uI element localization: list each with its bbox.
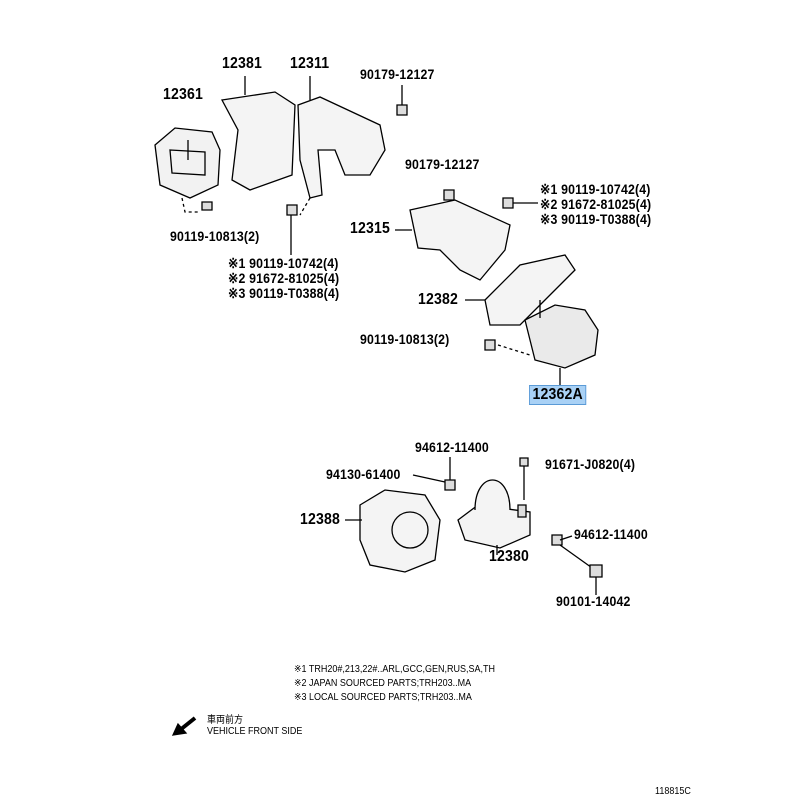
- part-12315-drawing: [395, 189, 538, 281]
- part-label-94612-11400[interactable]: 94612-11400: [415, 439, 489, 455]
- part-label-90179-12127[interactable]: 90179-12127: [360, 66, 435, 82]
- part-12388-drawing: [345, 489, 441, 573]
- part-label-bolt-2[interactable]: ※2 91672-81025(4): [228, 270, 340, 286]
- direction-label-en: VEHICLE FRONT SIDE: [207, 726, 303, 737]
- part-label-12311[interactable]: 12311: [290, 55, 330, 72]
- part-12382-drawing: [465, 254, 576, 326]
- part-label-12315[interactable]: 12315: [350, 220, 391, 237]
- part-label-12381[interactable]: 12381: [222, 55, 263, 72]
- part-label-91671-j0820[interactable]: 91671-J0820(4): [545, 456, 636, 472]
- footnote-3: ※3 LOCAL SOURCED PARTS;TRH203..MA: [294, 692, 472, 703]
- part-12362a-drawing: [484, 300, 599, 385]
- part-label-bolt-1[interactable]: ※1 90119-10742(4): [540, 181, 651, 197]
- part-label-12361[interactable]: 12361: [163, 86, 204, 103]
- part-label-12380[interactable]: 12380: [489, 548, 530, 565]
- part-label-94612-11400[interactable]: 94612-11400: [574, 526, 648, 542]
- footnote-2: ※2 JAPAN SOURCED PARTS;TRH203..MA: [294, 678, 472, 689]
- part-label-12388[interactable]: 12388: [300, 511, 341, 528]
- part-label-bolt-3[interactable]: ※3 90119-T0388(4): [540, 211, 652, 227]
- part-label-90101-14042[interactable]: 90101-14042: [556, 593, 631, 609]
- footnote-1: ※1 TRH20#,213,22#..ARL,GCC,GEN,RUS,SA,TH: [294, 664, 495, 675]
- part-label-bolt-1[interactable]: ※1 90119-10742(4): [228, 255, 339, 271]
- diagram-id: 118815C: [655, 786, 691, 797]
- part-label-90119-10813[interactable]: 90119-10813(2): [360, 331, 450, 347]
- part-label-90119-10813[interactable]: 90119-10813(2): [170, 228, 260, 244]
- part-label-12382[interactable]: 12382: [418, 291, 459, 308]
- vehicle-front-arrow-icon: [171, 716, 197, 736]
- part-label-bolt-3[interactable]: ※3 90119-T0388(4): [228, 285, 340, 301]
- part-label-90179-12127[interactable]: 90179-12127: [405, 156, 480, 172]
- part-label-94130-61400[interactable]: 94130-61400: [326, 466, 401, 482]
- direction-label-jp: 車両前方: [207, 715, 243, 726]
- part-12380-drawing: [412, 457, 603, 595]
- part-label-12362a-highlighted[interactable]: 12362A: [529, 385, 587, 405]
- part-12381-drawing: [220, 76, 296, 191]
- part-label-bolt-2[interactable]: ※2 91672-81025(4): [540, 196, 652, 212]
- part-12311-drawing: [297, 76, 408, 199]
- part-12361-drawing: [154, 127, 221, 199]
